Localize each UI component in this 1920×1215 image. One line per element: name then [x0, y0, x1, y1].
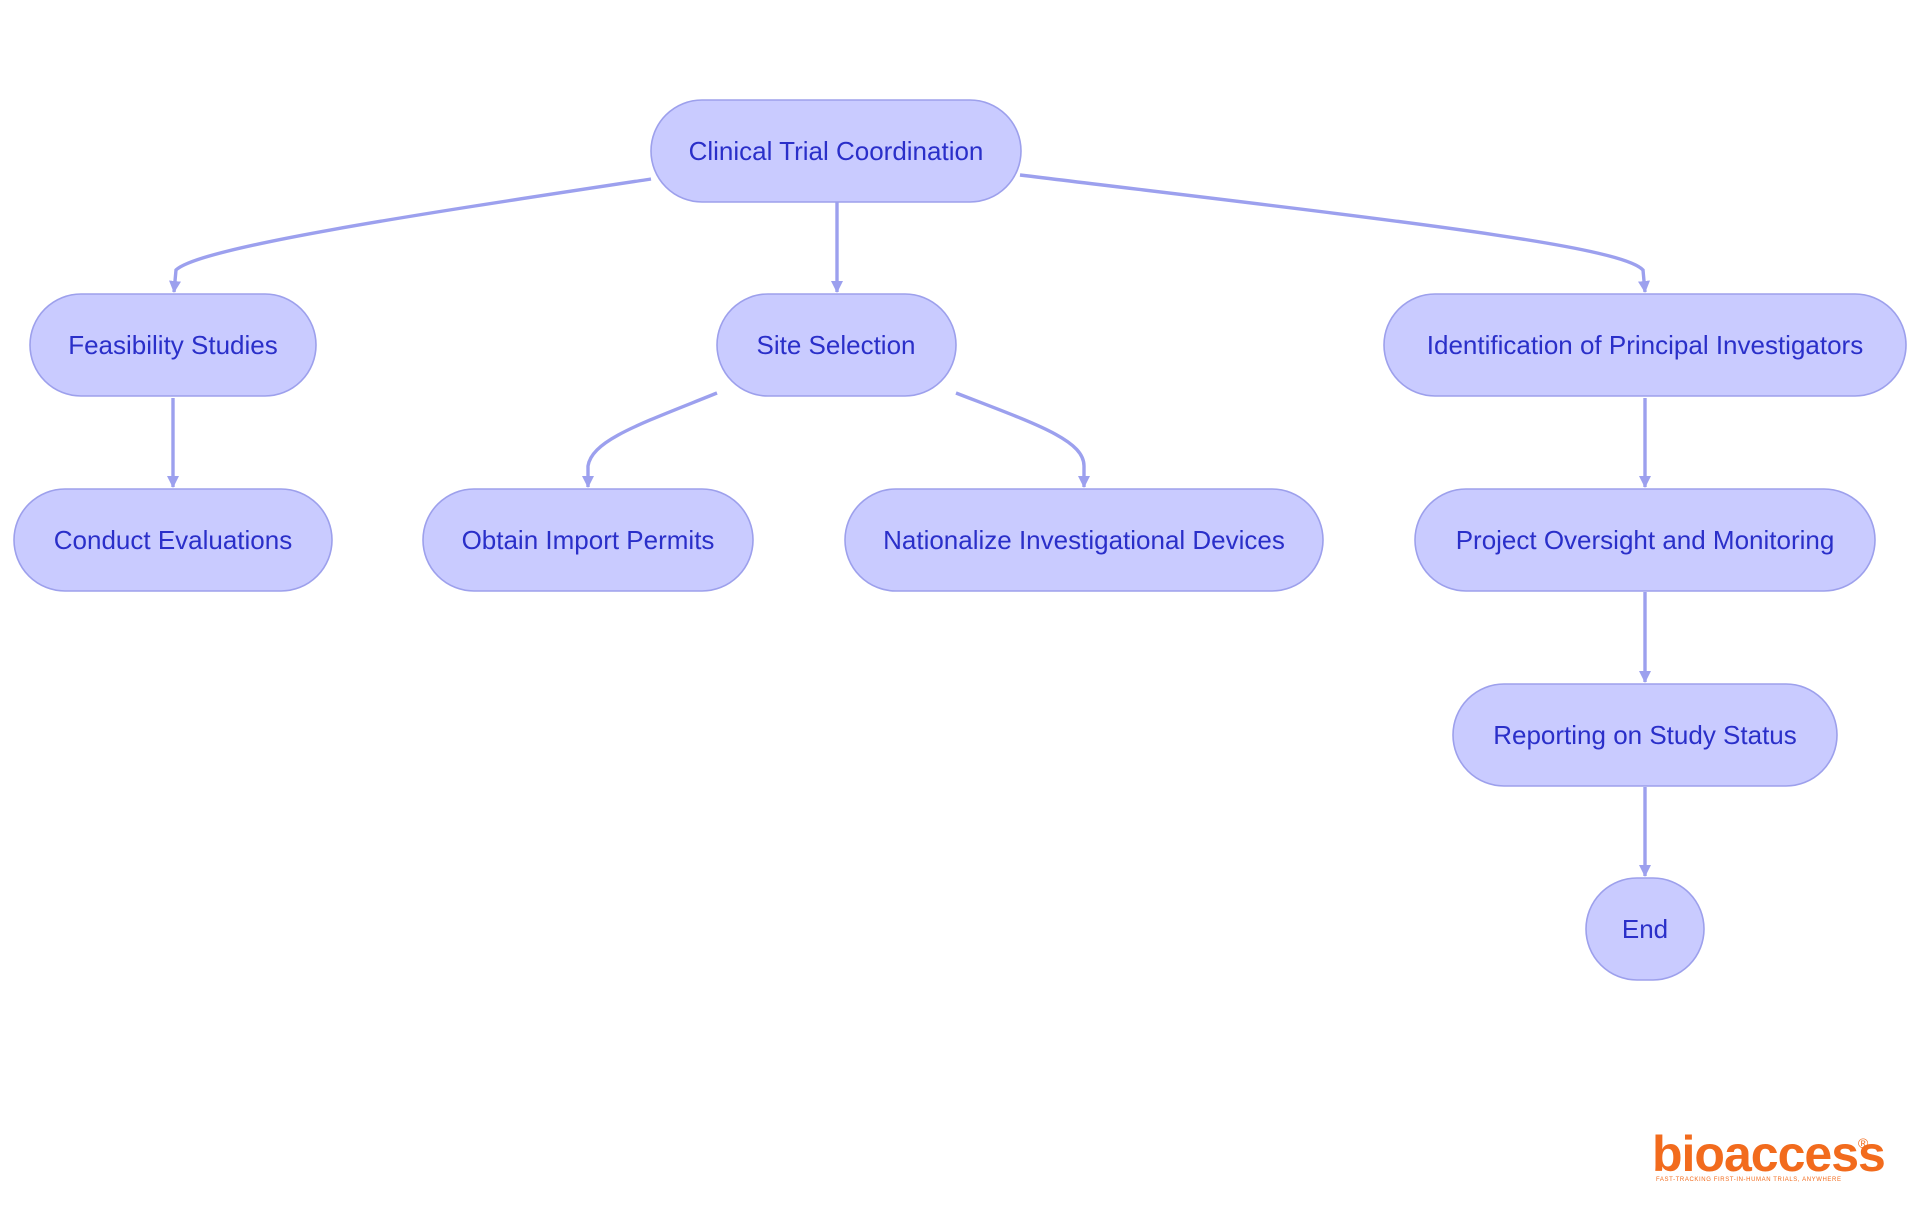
- edge-site-to-import: [582, 391, 718, 488]
- node-reporting-on-study-status: Reporting on Study Status: [1452, 683, 1838, 787]
- node-conduct-evaluations: Conduct Evaluations: [13, 488, 333, 592]
- node-site-selection: Site Selection: [716, 293, 957, 397]
- edges: [167, 173, 1651, 877]
- node-end: End: [1585, 877, 1705, 981]
- node-label: Clinical Trial Coordination: [689, 136, 984, 166]
- edge-clinical-to-identification: [1019, 173, 1650, 293]
- node-feasibility-studies: Feasibility Studies: [29, 293, 317, 397]
- edge-site-to-nationalize: [955, 391, 1090, 488]
- node-label: Obtain Import Permits: [462, 525, 715, 555]
- node-label: Identification of Principal Investigator…: [1427, 330, 1863, 360]
- node-label: Site Selection: [757, 330, 916, 360]
- node-project-oversight-and-monitoring: Project Oversight and Monitoring: [1414, 488, 1876, 592]
- bioaccess-logo: bioaccess ® FAST-TRACKING FIRST-IN-HUMAN…: [1652, 1126, 1886, 1183]
- logo-registered-mark: ®: [1858, 1135, 1869, 1151]
- node-obtain-import-permits: Obtain Import Permits: [422, 488, 754, 592]
- node-nationalize-investigational-devices: Nationalize Investigational Devices: [844, 488, 1324, 592]
- node-label: End: [1622, 914, 1668, 944]
- logo-tagline: FAST-TRACKING FIRST-IN-HUMAN TRIALS, ANY…: [1656, 1177, 1842, 1183]
- node-label: Reporting on Study Status: [1493, 720, 1797, 750]
- logo-wordmark: bioaccess: [1652, 1126, 1885, 1182]
- node-label: Project Oversight and Monitoring: [1456, 525, 1835, 555]
- node-label: Feasibility Studies: [68, 330, 278, 360]
- node-label: Conduct Evaluations: [54, 525, 292, 555]
- node-label: Nationalize Investigational Devices: [883, 525, 1285, 555]
- node-identification-of-principal-investigators: Identification of Principal Investigator…: [1383, 293, 1907, 397]
- edge-clinical-to-feasibility: [169, 177, 652, 293]
- node-clinical-trial-coordination: Clinical Trial Coordination: [650, 99, 1022, 203]
